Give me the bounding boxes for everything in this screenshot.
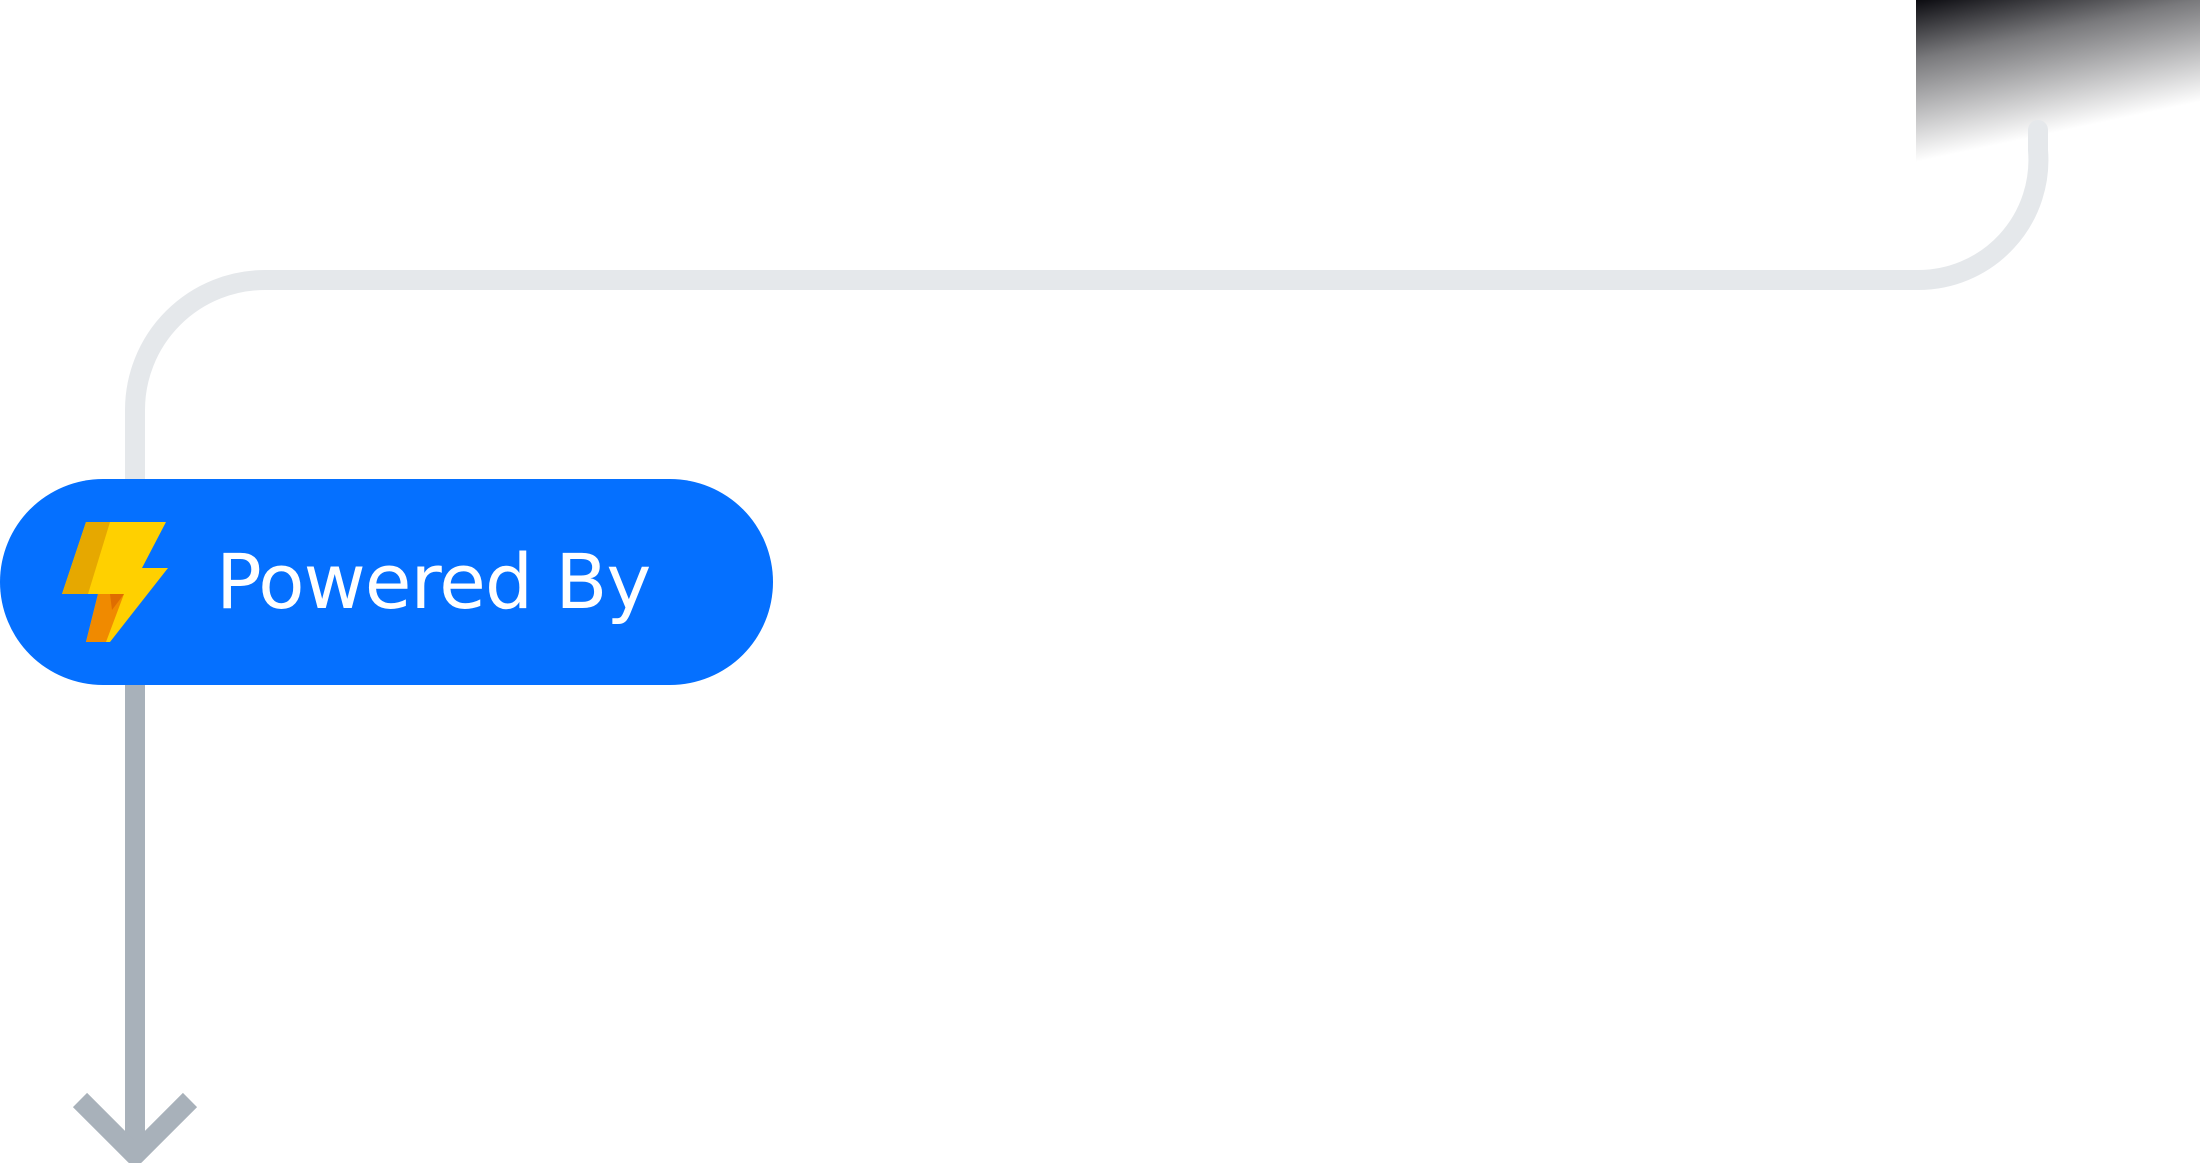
arrow-down-icon: [72, 1092, 198, 1163]
corner-gradient: [1916, 0, 2200, 210]
powered-by-badge: Powered By: [0, 479, 773, 685]
badge-label: Powered By: [216, 537, 651, 626]
lightning-bolt-icon: [62, 522, 168, 642]
connector-top-path: [125, 120, 2049, 490]
